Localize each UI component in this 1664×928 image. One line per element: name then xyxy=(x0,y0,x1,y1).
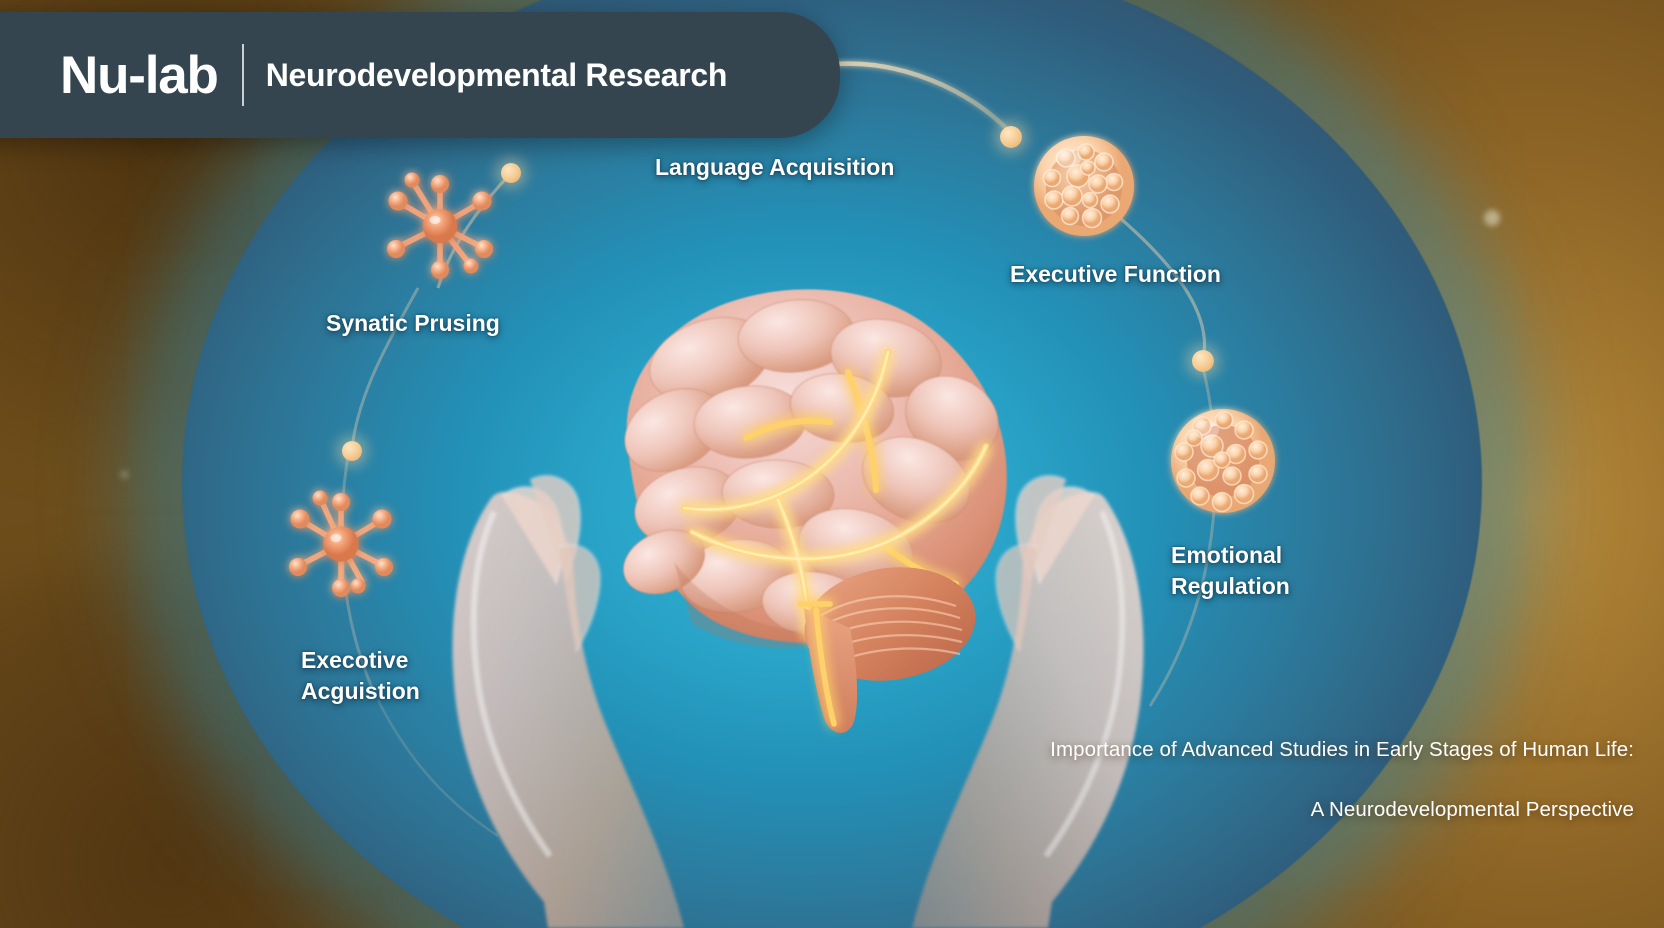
caption-line-1: Importance of Advanced Studies in Early … xyxy=(1050,738,1634,762)
vertical-divider-icon xyxy=(241,44,244,106)
label-executive-acquisition: Execotive Acguistion xyxy=(301,647,420,704)
header-badge[interactable]: Nu-lab Neurodevelopmental Research xyxy=(0,12,840,138)
node-dot-language xyxy=(1000,126,1022,148)
label-synaptic-pruning: Synatic Prusing xyxy=(326,310,500,336)
brand-name: Nu-lab xyxy=(60,45,219,105)
cupped-hands-illustration xyxy=(452,474,1144,928)
node-dot-synaptic xyxy=(342,441,362,461)
label-executive-function: Executive Function xyxy=(1010,261,1221,287)
label-emotional-regulation: Emotional Regulation xyxy=(1171,542,1290,599)
cell-cluster-icon xyxy=(1034,136,1134,236)
caption-line-2: A Neurodevelopmental Perspective xyxy=(1310,797,1634,821)
synapse-icon xyxy=(289,490,393,597)
left-hand xyxy=(452,474,684,928)
poster-caption: Importance of Advanced Studies in Early … xyxy=(1050,705,1634,854)
right-hand xyxy=(912,474,1144,928)
label-language-acquisition: Language Acquisition xyxy=(655,154,895,180)
light-speck xyxy=(120,470,129,479)
light-speck xyxy=(1484,210,1500,226)
node-dot-emotional xyxy=(1192,350,1214,372)
header-subtitle: Neurodevelopmental Research xyxy=(265,56,728,93)
